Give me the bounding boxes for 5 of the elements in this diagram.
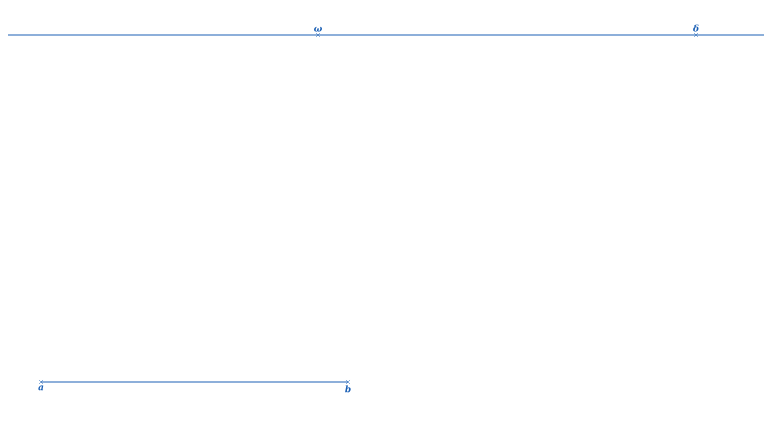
point-label: ω xyxy=(314,26,322,38)
point-label: b xyxy=(345,380,351,392)
line xyxy=(318,34,696,36)
point-label: a xyxy=(38,380,44,390)
point-label: δ xyxy=(693,24,699,38)
